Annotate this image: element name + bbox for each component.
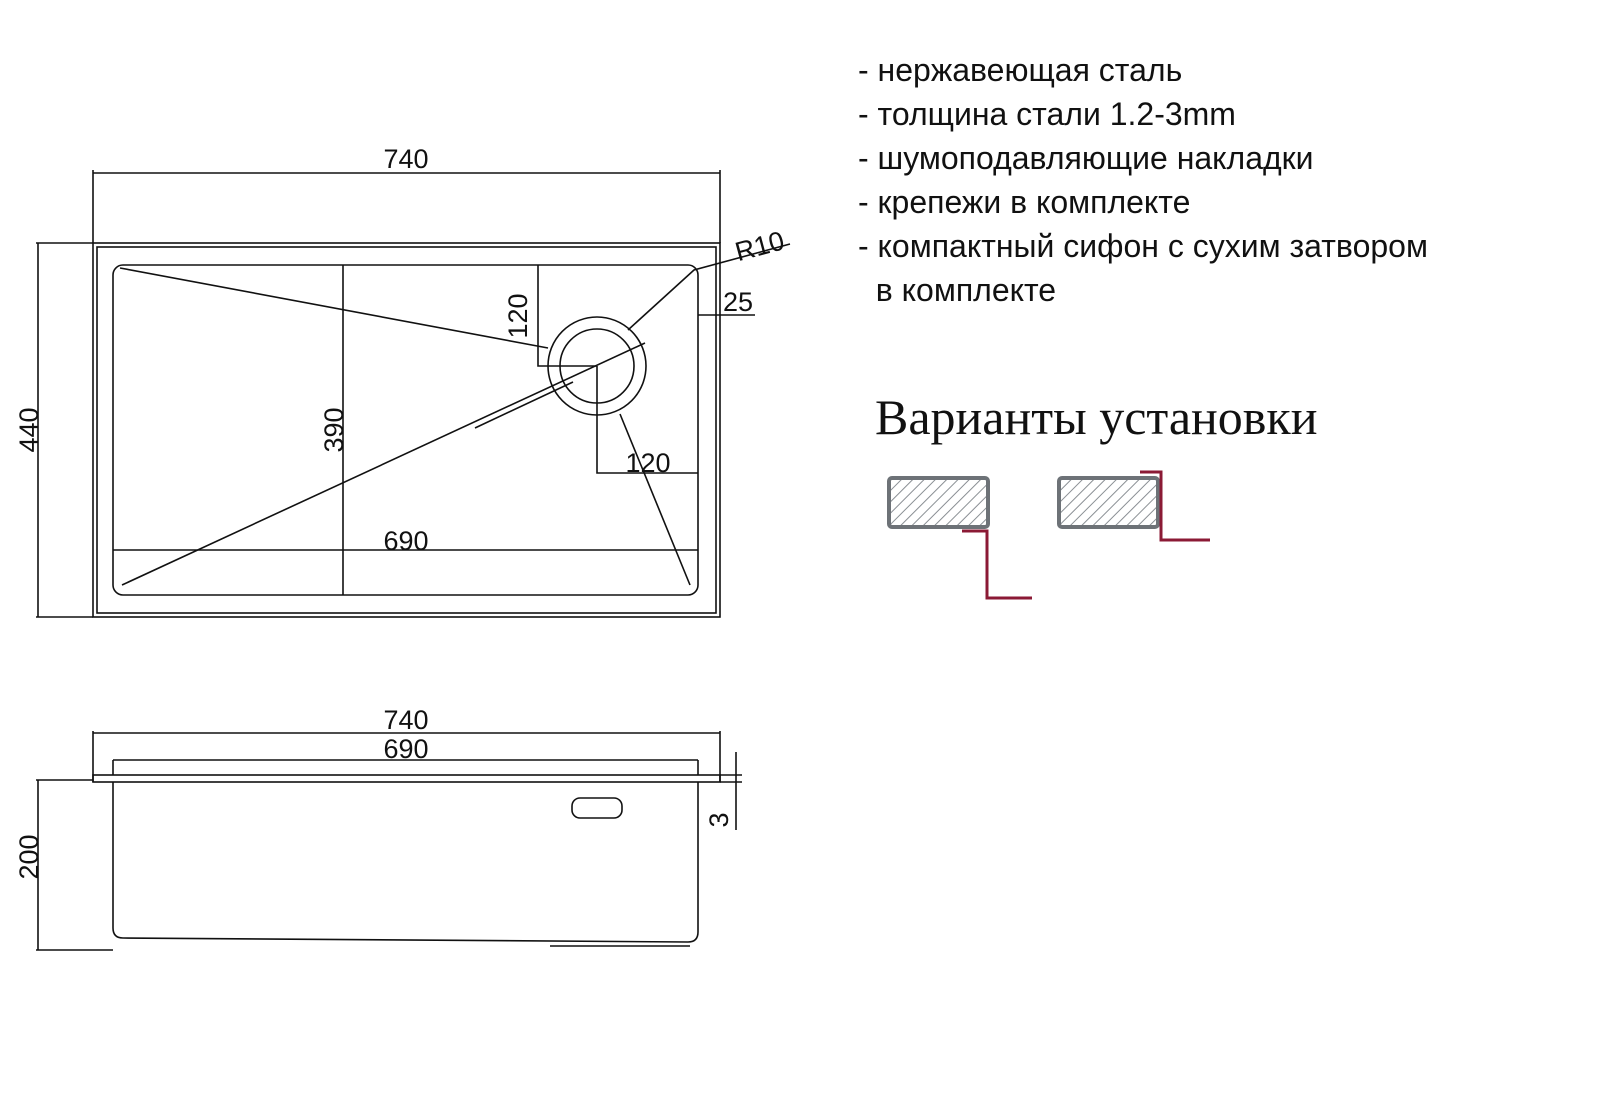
- side-bowl: [112, 782, 699, 943]
- sink-edge-icon: [962, 529, 1032, 600]
- sink-outline: [92, 242, 721, 618]
- radius-label: R10: [732, 225, 788, 267]
- sink-edge-icon: [1140, 470, 1210, 542]
- install-variant-undermount: [887, 476, 1032, 600]
- feature-item: - толщина стали 1.2-3mm: [858, 96, 1236, 132]
- feature-item: - шумоподавляющие накладки: [858, 140, 1314, 176]
- drain-offset-top-label: 120: [503, 293, 533, 338]
- side-rim: [92, 774, 721, 783]
- bowl-outline: [112, 264, 699, 596]
- countertop-icon: [1057, 476, 1160, 529]
- install-variant-flush: [1057, 470, 1210, 542]
- feature-item: - компактный сифон с сухим затвором: [858, 228, 1428, 264]
- overflow-slot: [571, 797, 623, 819]
- feature-item: - нержавеющая сталь: [858, 52, 1183, 88]
- feature-item: в комплекте: [858, 272, 1057, 308]
- rim-label: 25: [723, 287, 753, 317]
- side-bowl-width-label: 690: [383, 734, 428, 764]
- side-width-label: 740: [383, 705, 428, 735]
- rim-inner-edge: [96, 246, 717, 614]
- bowl-width-label: 690: [383, 526, 428, 556]
- drain-offset-side-label: 120: [625, 448, 670, 478]
- width-label: 740: [383, 144, 428, 174]
- countertop-icon: [887, 476, 990, 529]
- top-view: 740 440 390 690 120 120 25 R10: [14, 144, 791, 618]
- side-view: 740 690 200 3: [14, 705, 742, 951]
- height-label: 200: [14, 834, 44, 879]
- bowl-depth-label: 390: [319, 407, 349, 452]
- thickness-label: 3: [704, 812, 734, 827]
- feature-item: - крепежи в комплекте: [858, 184, 1191, 220]
- depth-label: 440: [14, 407, 44, 452]
- install-variants-title: Варианты установки: [875, 389, 1318, 445]
